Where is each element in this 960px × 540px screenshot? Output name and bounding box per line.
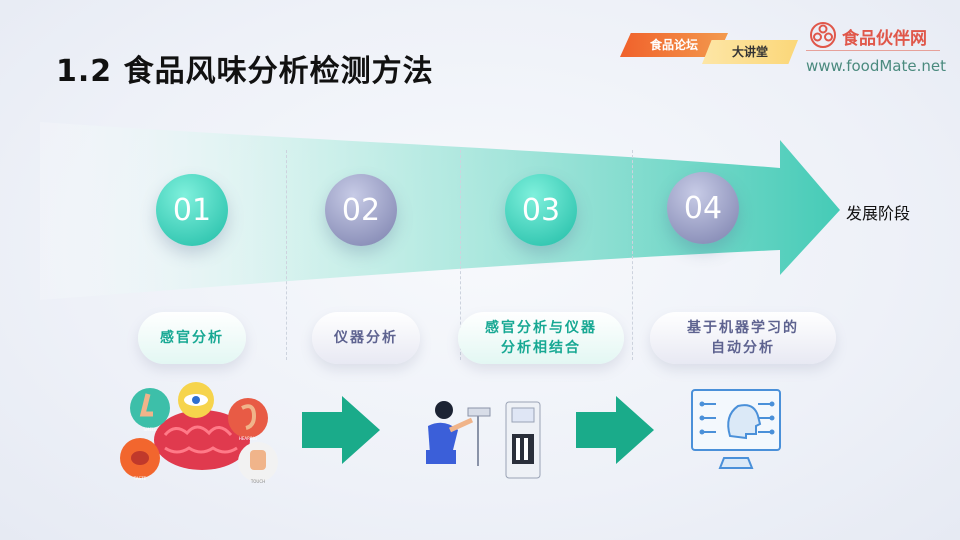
step-04-circle: 04 (667, 172, 739, 244)
step-03-circle: 03 (505, 174, 577, 246)
arrow-right-icon (302, 396, 380, 464)
foodmate-logo-icon (810, 22, 836, 48)
logo-url[interactable]: www.foodMate.net (806, 57, 946, 75)
step-04-text-line2: 自动分析 (711, 340, 775, 356)
step-03-text-line1: 感官分析与仪器 (485, 320, 597, 336)
senses-brain-illustration: SMELL HEARING TASTE TOUCH (120, 382, 278, 484)
instrument-analysis-illustration (426, 401, 541, 479)
timeline-arrow (40, 122, 840, 300)
taste-label: TASTE (133, 476, 147, 481)
step-03-label: 感官分析与仪器 分析相结合 (458, 312, 624, 364)
logo-divider (806, 50, 940, 51)
step-01-label: 感官分析 (138, 312, 246, 364)
step-04-text-line1: 基于机器学习的 (687, 320, 799, 336)
logo-name: 食品伙伴网 (842, 29, 927, 49)
ai-monitor-illustration (691, 389, 781, 469)
lecture-tag[interactable]: 大讲堂 (702, 40, 798, 64)
step-02-label: 仪器分析 (312, 312, 420, 364)
stage-divider (460, 150, 461, 360)
step-04-label: 基于机器学习的 自动分析 (650, 312, 836, 364)
page-title: 1.2 食品风味分析检测方法 (56, 54, 434, 89)
step-03-text-line2: 分析相结合 (501, 340, 581, 356)
stage-label: 发展阶段 (846, 204, 911, 223)
smell-label: SMELL (144, 427, 158, 432)
step-01-text: 感官分析 (160, 330, 224, 346)
step-02-circle: 02 (325, 174, 397, 246)
step-02-text: 仪器分析 (334, 330, 398, 346)
stage-divider (286, 150, 287, 360)
arrow-right-icon (576, 396, 654, 464)
step-01-circle: 01 (156, 174, 228, 246)
hearing-label: HEARING (239, 436, 257, 441)
touch-label: TOUCH (250, 479, 265, 484)
stage-divider (632, 150, 633, 360)
